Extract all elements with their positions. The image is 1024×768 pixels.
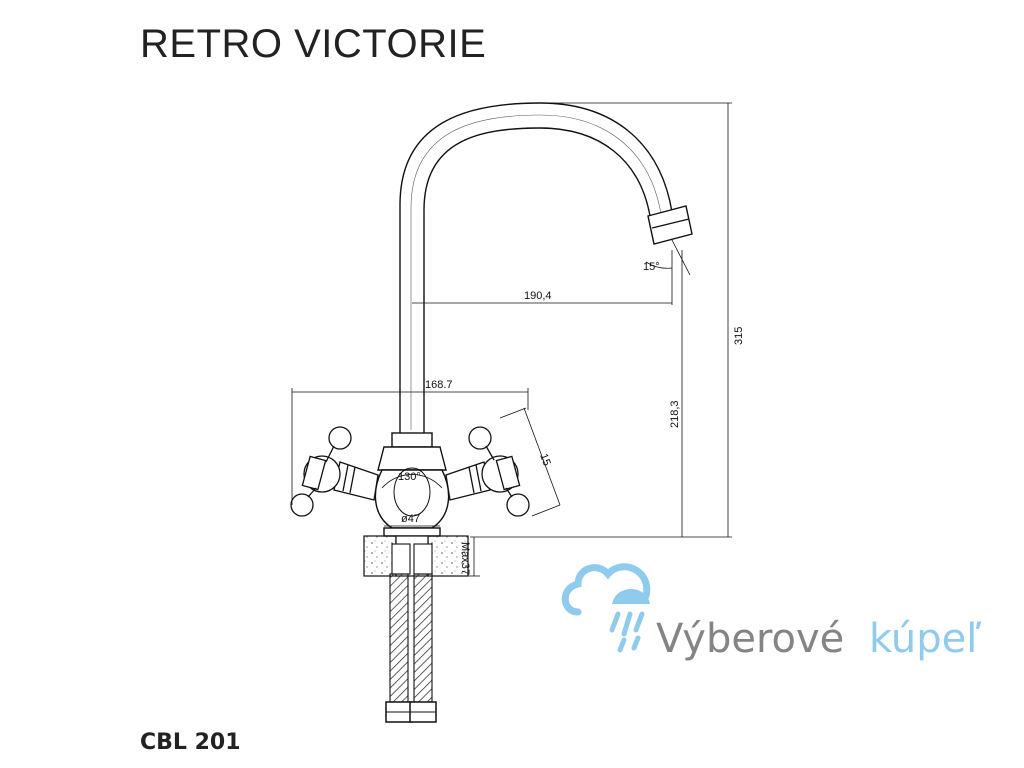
dim-handle-height: 15	[537, 452, 552, 468]
watermark-word-2: kúpeľ	[869, 616, 981, 662]
dimension-lines	[291, 102, 732, 577]
spout	[399, 102, 673, 435]
aerator	[647, 205, 693, 245]
dim-base-diameter: ø47	[401, 513, 420, 525]
dim-spout-reach: 190,4	[524, 290, 552, 302]
supply-hoses	[385, 543, 437, 723]
dim-spout-angle: 15°	[643, 261, 660, 273]
watermark-logo: Výberové kúpeľ	[561, 563, 981, 662]
left-cross-handle	[290, 426, 379, 517]
watermark-word-1: Výberové	[656, 616, 844, 662]
dim-spout-height: 218,3	[669, 400, 681, 428]
right-cross-handle	[445, 426, 530, 517]
dim-max-deck: Max37	[459, 542, 471, 575]
product-title: RETRO VICTORIE	[140, 22, 487, 66]
svg-text:Výberové kúpeľ: Výberové kúpeľ	[656, 616, 981, 662]
model-code: CBL 201	[140, 730, 241, 755]
faucet-body	[374, 432, 450, 537]
dim-total-height: 315	[733, 327, 745, 345]
dim-handle-angle: 130°	[398, 471, 421, 483]
shower-cloud-icon	[561, 563, 651, 653]
dim-handles-width: 168.7	[425, 379, 453, 391]
